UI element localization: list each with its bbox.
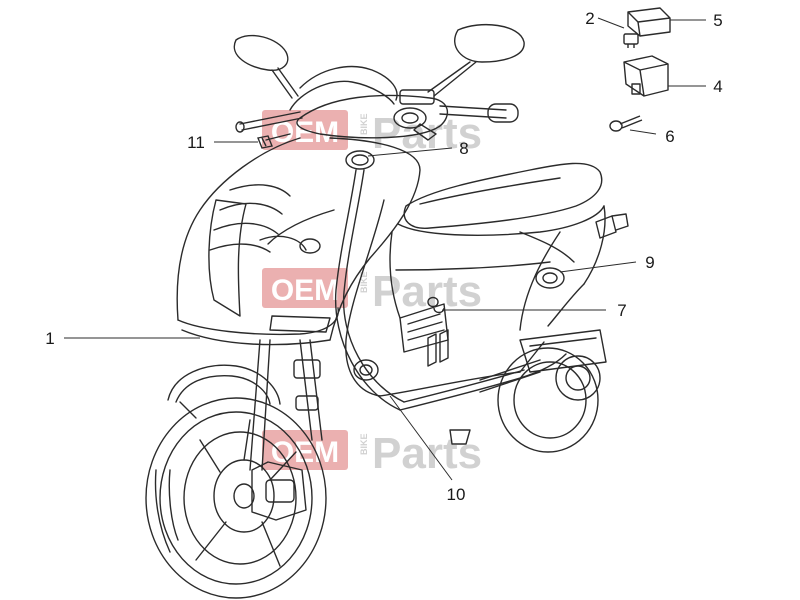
watermark-parts-text: Parts <box>372 109 482 158</box>
callout-labels: 1 2 4 5 6 7 8 9 10 11 <box>45 9 722 504</box>
relay-parts-group <box>609 7 671 132</box>
left-mirror <box>233 34 299 99</box>
relay-holder <box>623 55 669 97</box>
front-fork <box>249 339 323 471</box>
callout-7: 7 <box>617 301 626 320</box>
fuse-box-cover <box>627 7 671 37</box>
watermark-bike-text: BIKE <box>359 433 369 455</box>
watermark-top: OEM BIKE Parts <box>262 109 482 158</box>
screw-icon <box>609 115 643 132</box>
leader-line-6 <box>629 129 657 135</box>
clip-7 <box>427 296 445 314</box>
harness-small-parts <box>257 135 445 314</box>
connector-11 <box>257 135 273 149</box>
callout-2: 2 <box>585 9 594 28</box>
watermark-bike-text: BIKE <box>359 271 369 293</box>
watermark-oem-block <box>262 268 348 308</box>
watermark-bike-text: BIKE <box>359 113 369 135</box>
callout-5: 5 <box>713 11 722 30</box>
watermark-oem-block <box>262 430 348 470</box>
callout-6: 6 <box>665 127 674 146</box>
callout-11: 11 <box>187 133 205 152</box>
seat-and-body <box>389 162 629 327</box>
watermark-parts-text: Parts <box>372 429 482 478</box>
right-mirror <box>427 24 525 97</box>
callout-8: 8 <box>459 139 468 158</box>
callout-4: 4 <box>713 77 722 96</box>
watermark-oem-text: OEM <box>271 116 339 149</box>
leader-line-2 <box>597 17 625 29</box>
leader-line-9 <box>559 261 637 273</box>
watermark-bottom: OEM BIKE Parts <box>262 429 482 478</box>
front-fairing <box>176 137 421 346</box>
watermark-oem-text: OEM <box>271 436 339 469</box>
leader-line-8 <box>367 147 453 157</box>
callout-1: 1 <box>45 329 54 348</box>
fuse-icon <box>623 33 639 48</box>
wiring-harness <box>265 133 567 411</box>
scooter-line-art <box>145 24 629 599</box>
callout-10: 10 <box>447 485 466 504</box>
handlebar-assembly <box>235 65 519 141</box>
watermark-oem-text: OEM <box>271 274 339 307</box>
watermark-middle: OEM BIKE Parts <box>262 267 482 316</box>
front-wheel <box>145 397 327 599</box>
leader-line-10 <box>389 395 453 481</box>
leader-lines <box>64 17 706 481</box>
callout-9: 9 <box>645 253 654 272</box>
front-fender <box>167 364 281 419</box>
watermark-parts-text: Parts <box>372 267 482 316</box>
